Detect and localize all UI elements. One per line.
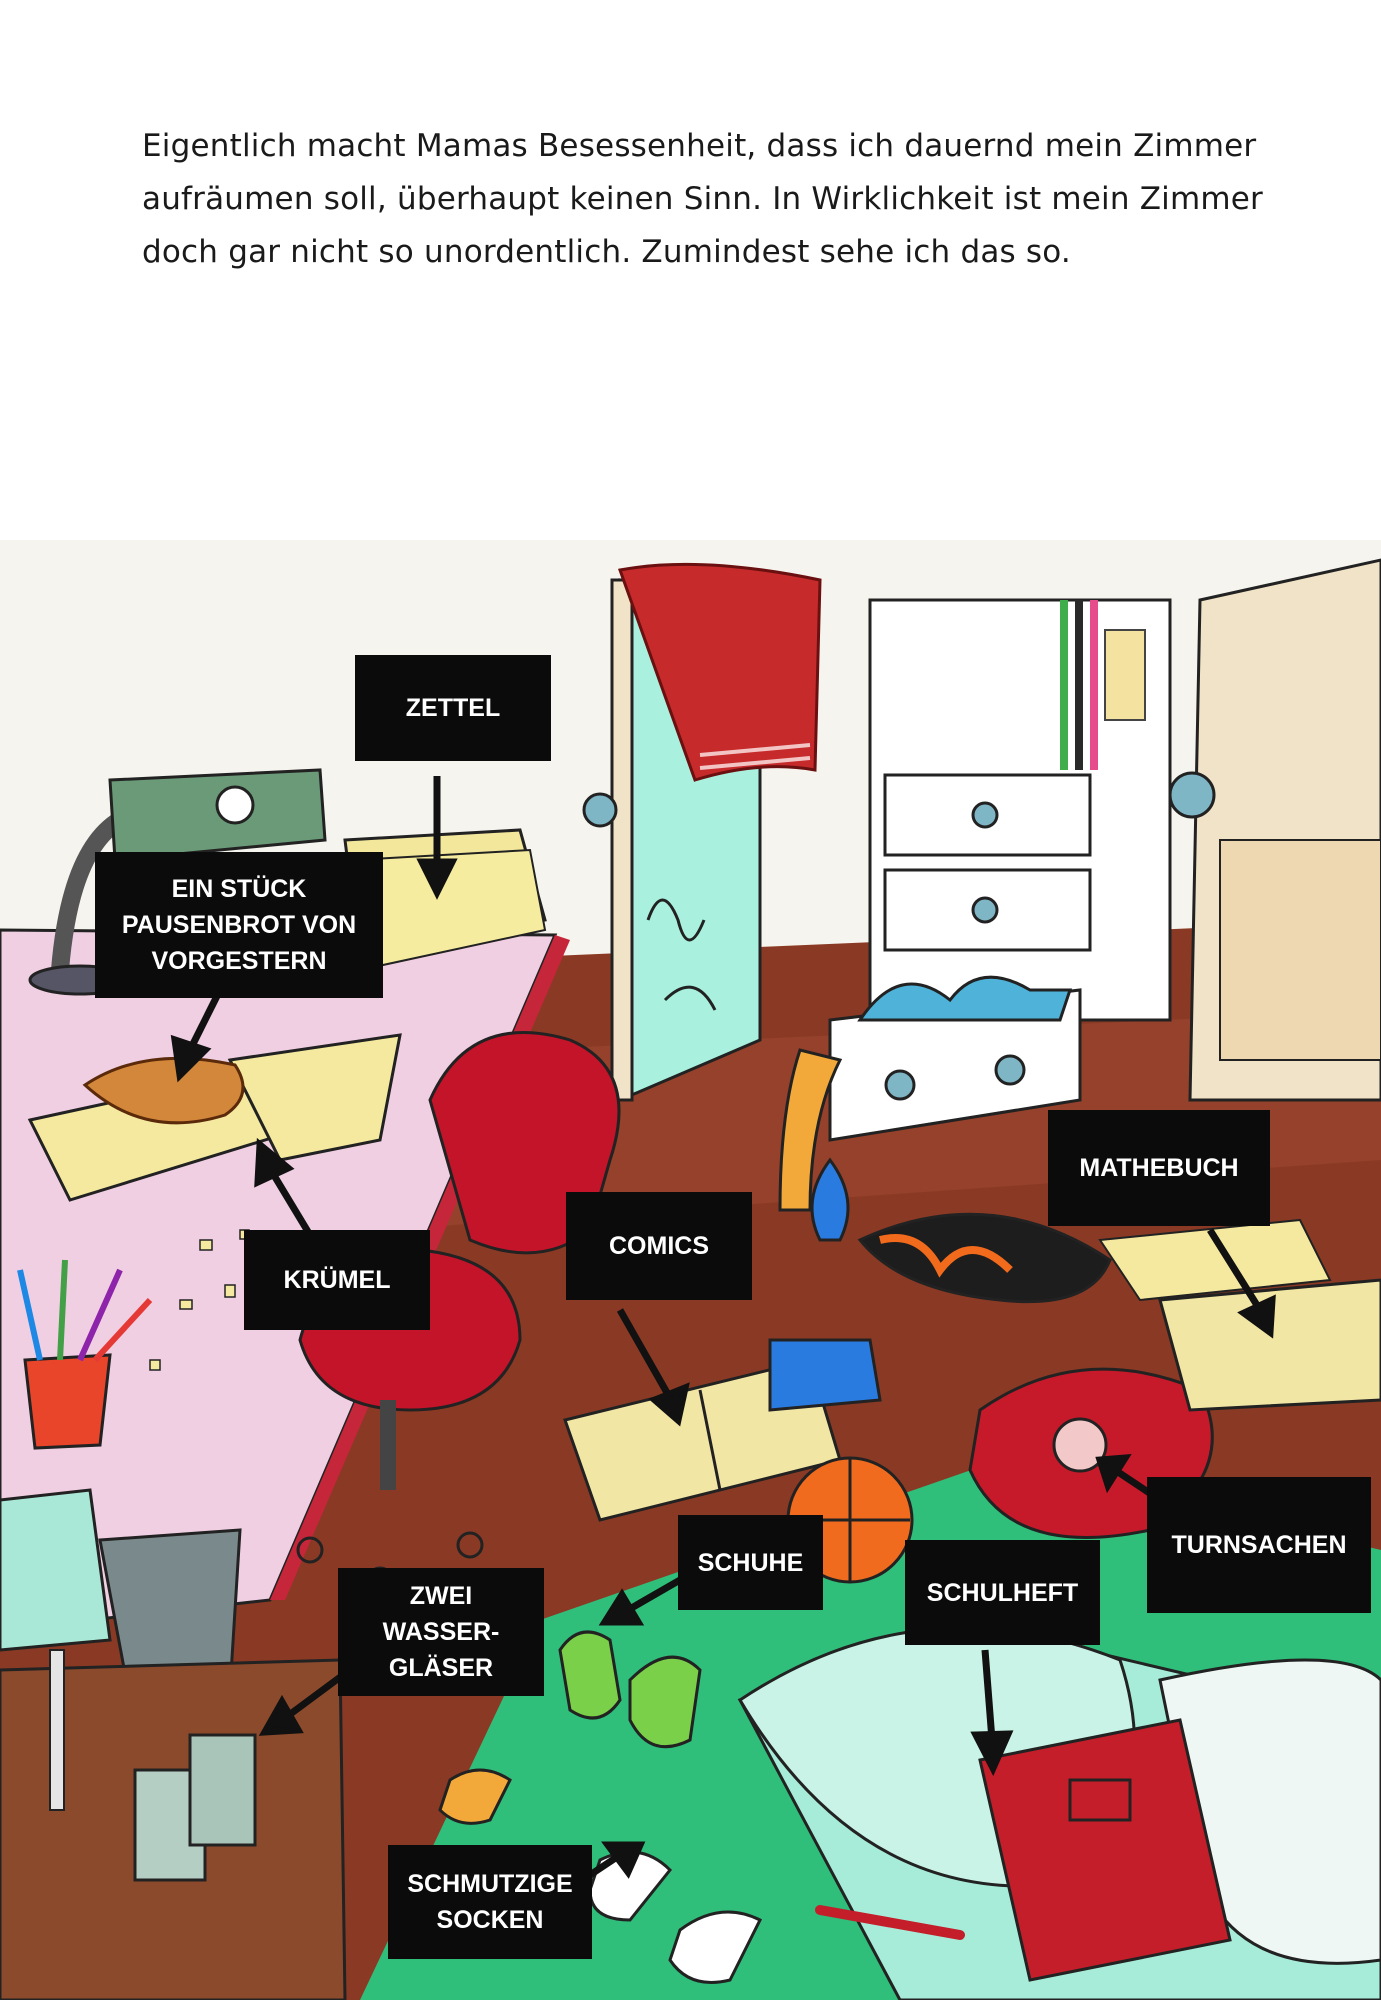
label-schuhe: SCHUHE — [678, 1515, 823, 1610]
label-zwei-wasserglaeser: ZWEI WASSER- GLÄSER — [338, 1568, 544, 1696]
pen — [815, 1905, 965, 1940]
sock — [438, 1768, 512, 1825]
label-kruemel: KRÜMEL — [244, 1230, 430, 1330]
label-pausenbrot: EIN STÜCK PAUSENBROT VON VORGESTERN — [95, 852, 383, 998]
label-schulheft: SCHULHEFT — [905, 1540, 1100, 1645]
label-schmutzige-socken: SCHMUTZIGE SOCKEN — [388, 1845, 592, 1959]
skateboard — [857, 1212, 1112, 1304]
wardrobe-shelves — [868, 598, 1172, 1022]
green-shoe — [628, 1655, 702, 1749]
label-turnsachen: TURNSACHEN — [1147, 1477, 1371, 1613]
cupboard-right-door — [1168, 558, 1381, 1102]
sandwich — [82, 1056, 245, 1125]
story-paragraph: Eigentlich macht Mamas Besessenheit, das… — [142, 128, 1263, 270]
notebook — [978, 1718, 1232, 1982]
skull-icon — [215, 785, 255, 825]
label-comics: COMICS — [566, 1192, 752, 1300]
open-drawer — [778, 975, 1082, 1212]
green-shoe — [558, 1630, 622, 1720]
label-mathebuch: MATHEBUCH — [1048, 1110, 1270, 1226]
door-knob-icon — [582, 792, 618, 828]
nightstand — [0, 1488, 347, 2000]
label-zettel: ZETTEL — [355, 655, 551, 761]
sock — [668, 1910, 763, 1984]
cupboard-knob-icon — [1168, 771, 1216, 819]
pencil-cup — [17, 1259, 153, 1450]
papers-stack — [27, 828, 547, 1202]
water-glass — [188, 1733, 257, 1847]
messy-room-illustration: ZETTEL EIN STÜCK PAUSENBROT VON VORGESTE… — [0, 540, 1381, 2000]
math-book — [1158, 1278, 1381, 1412]
red-towel — [617, 562, 822, 782]
